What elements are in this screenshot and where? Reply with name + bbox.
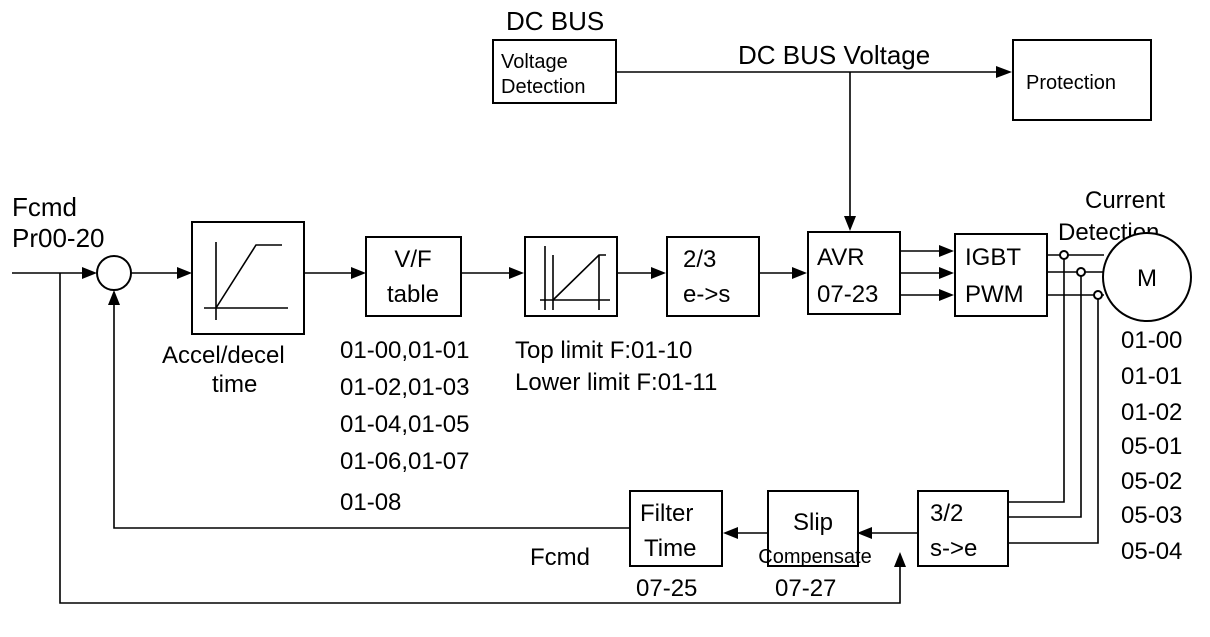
filter-to-sum-feedback	[113, 303, 630, 529]
limiter-curve-icon	[540, 246, 610, 310]
vf-table-block	[365, 236, 462, 317]
motor-param-5: 05-02	[1121, 468, 1182, 495]
filter-label-1: Filter	[640, 500, 693, 527]
motor-param-2: 01-01	[1121, 363, 1182, 390]
protection-label: Protection	[1026, 72, 1116, 94]
vf-param-3: 01-04,01-05	[340, 411, 469, 438]
slip-param: 07-27	[775, 575, 836, 602]
arrow-to-avr	[844, 216, 856, 231]
motor-param-3: 01-02	[1121, 399, 1182, 426]
current-detection-label-1: Current	[1085, 187, 1165, 214]
motor-param-4: 05-01	[1121, 433, 1182, 460]
voltage-detection-block	[492, 39, 617, 104]
fcmd-feedforward-line	[59, 273, 901, 604]
filter-time-block	[629, 490, 723, 567]
voltage-detection-label-1: Voltage	[501, 51, 568, 73]
accel-decel-label-1: Accel/decel	[162, 342, 285, 369]
limiter-top-label: Top limit F:01-10	[515, 337, 692, 364]
summing-junction	[96, 255, 132, 291]
motor-param-7: 05-04	[1121, 538, 1182, 565]
voltage-detection-label-2: Detection	[501, 76, 586, 98]
avr-block	[807, 231, 901, 315]
filter-label-2: Time	[644, 535, 696, 562]
arrow-to-protection	[996, 66, 1012, 78]
transform-3-2-block	[917, 490, 1009, 567]
transform-2-3-block	[666, 236, 760, 317]
limiter-lower-label: Lower limit F:01-11	[515, 369, 717, 396]
arrow-to-filter	[723, 527, 738, 539]
igbt-pwm-block	[954, 233, 1048, 317]
transform-32-label-1: 3/2	[930, 500, 963, 527]
vf-table-label-2: table	[387, 281, 439, 308]
vf-param-2: 01-02,01-03	[340, 374, 469, 401]
motor-param-6: 05-03	[1121, 502, 1182, 529]
transform-23-label-1: 2/3	[683, 246, 716, 273]
frequency-limiter-block	[524, 236, 618, 317]
pwm-label: PWM	[965, 281, 1024, 308]
protection-block	[1012, 39, 1152, 121]
current-feedback-lines	[1008, 259, 1099, 544]
motor-symbol	[1102, 232, 1192, 322]
vf-table-label-1: V/F	[394, 246, 431, 273]
arrow-to-vf	[351, 267, 366, 279]
avr-label: AVR	[817, 244, 865, 271]
slip-label-2: Compensate	[758, 546, 871, 568]
vf-param-1: 01-00,01-01	[340, 337, 469, 364]
arrow-to-slip-input	[894, 552, 906, 567]
input-fcmd-label: Fcmd	[12, 192, 77, 222]
dc-bus-voltage-label: DC BUS Voltage	[738, 40, 930, 70]
transform-32-label-2: s->e	[930, 535, 977, 562]
arrow-to-sum-feedback	[108, 290, 120, 305]
transform-23-label-2: e->s	[683, 281, 730, 308]
accel-decel-block	[191, 221, 305, 335]
vf-param-4: 01-06,01-07	[340, 448, 469, 475]
arrow-to-accel	[177, 267, 192, 279]
filter-param: 07-25	[636, 575, 697, 602]
igbt-label: IGBT	[965, 244, 1021, 271]
arrow-to-23	[651, 267, 666, 279]
accel-decel-label-2: time	[212, 371, 257, 398]
motor-param-1: 01-00	[1121, 327, 1182, 354]
igbt-to-motor-lines	[1047, 254, 1104, 296]
fcmd-bottom-label: Fcmd	[530, 544, 590, 571]
avr-to-igbt-lines	[900, 245, 954, 301]
slip-compensation-block	[767, 490, 859, 567]
dc-bus-title: DC BUS	[506, 6, 604, 36]
arrow-to-limiter	[509, 267, 524, 279]
input-pr-label: Pr00-20	[12, 223, 105, 253]
arrow-to-slip	[857, 527, 872, 539]
slip-label-1: Slip	[793, 509, 833, 536]
vf-param-5: 01-08	[340, 489, 401, 516]
avr-param: 07-23	[817, 281, 878, 308]
arrow-to-avr-input	[792, 267, 807, 279]
arrow-to-sum	[82, 267, 97, 279]
ramp-curve-icon	[204, 242, 288, 320]
motor-label: M	[1137, 265, 1157, 292]
